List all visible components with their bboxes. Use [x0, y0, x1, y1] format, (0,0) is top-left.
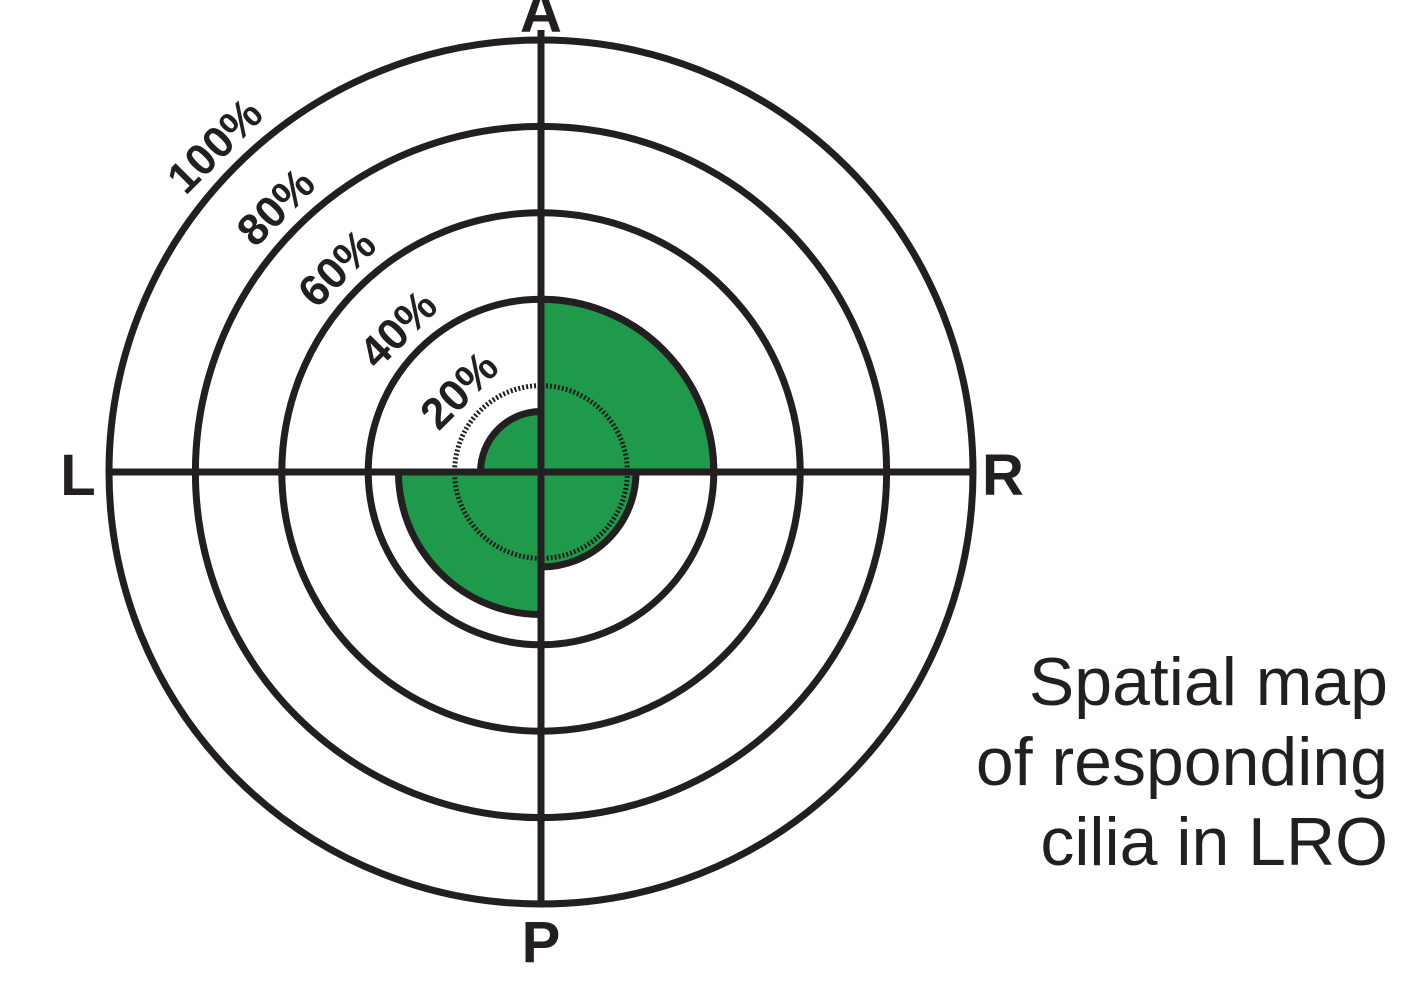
posterior-label: P [522, 910, 561, 975]
caption-line-3: cilia in LRO [1040, 804, 1388, 880]
right-label: R [982, 443, 1024, 508]
ring-label-80: 80% [228, 159, 325, 256]
responding-sectors [394, 295, 718, 619]
ring-label-60: 60% [289, 220, 386, 317]
ring-label-20: 20% [411, 342, 508, 439]
ring-labels: 20%40%60%80%100% [158, 89, 508, 439]
sector-posterior-right [537, 468, 640, 571]
caption: Spatial map of responding cilia in LRO [976, 642, 1388, 882]
sector-anterior-left [477, 408, 545, 476]
caption-line-1: Spatial map [1028, 644, 1388, 720]
ring-label-40: 40% [350, 281, 447, 378]
caption-line-2: of responding [975, 724, 1388, 800]
left-label: L [60, 443, 95, 508]
sector-posterior-left [394, 468, 545, 619]
anterior-label: A [520, 0, 562, 45]
